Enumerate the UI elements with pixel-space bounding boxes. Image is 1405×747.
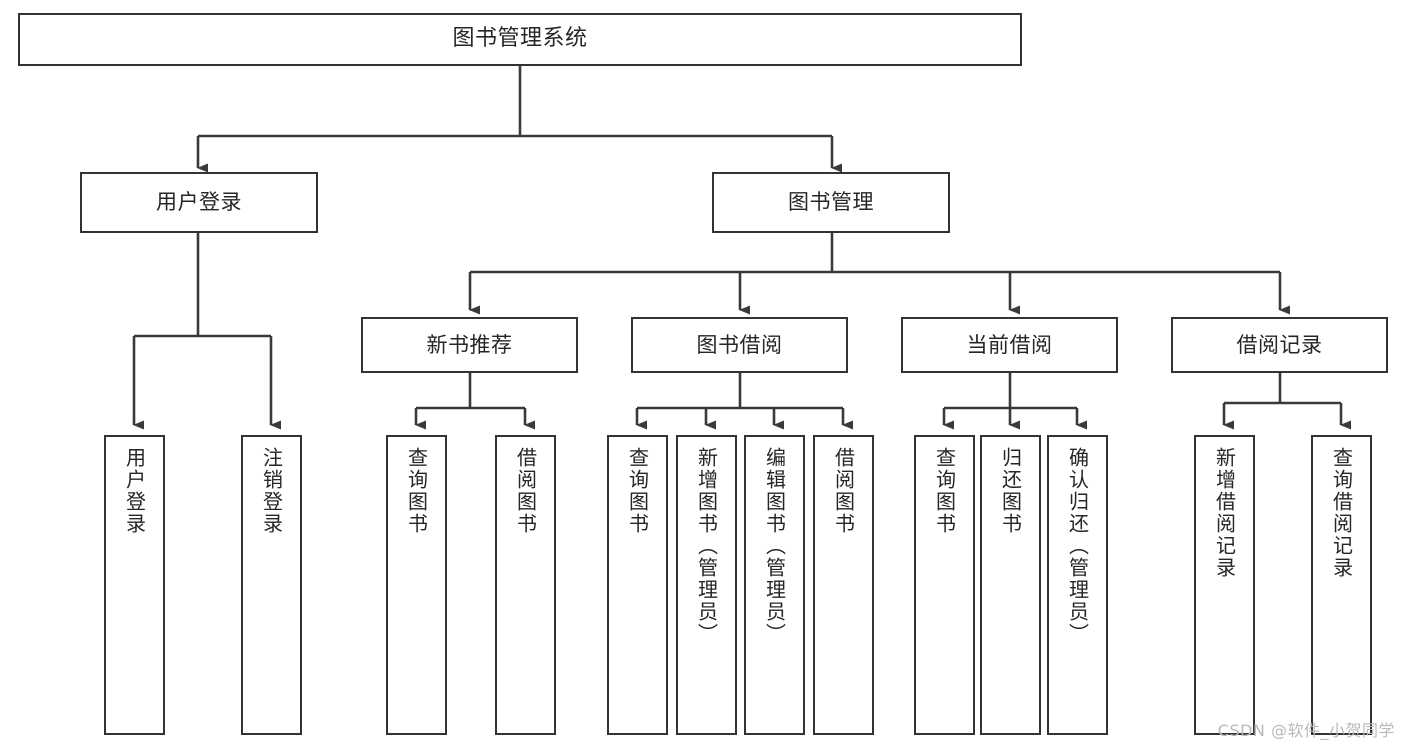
node-label: 新增图书（管理员） [694, 447, 719, 645]
node-leaf-borrow-book-recommend[interactable]: 借阅图书 [495, 435, 556, 735]
node-leaf-return-book[interactable]: 归还图书 [980, 435, 1041, 735]
node-label: 编辑图书（管理员） [762, 447, 787, 645]
node-label: 借阅记录 [1236, 332, 1323, 357]
watermark-text: CSDN @软件_小贺同学 [1217, 721, 1395, 740]
node-leaf-query-borrow-record[interactable]: 查询借阅记录 [1311, 435, 1372, 735]
node-current-borrow[interactable]: 当前借阅 [901, 317, 1118, 373]
node-leaf-edit-book-admin[interactable]: 编辑图书（管理员） [744, 435, 805, 735]
node-leaf-add-book-admin[interactable]: 新增图书（管理员） [676, 435, 737, 735]
node-label: 用户登录 [122, 447, 147, 535]
node-new-book-recommend[interactable]: 新书推荐 [361, 317, 578, 373]
node-label: 查询图书 [932, 447, 957, 535]
node-leaf-borrow-book[interactable]: 借阅图书 [813, 435, 874, 735]
node-leaf-add-borrow-record[interactable]: 新增借阅记录 [1194, 435, 1255, 735]
node-leaf-confirm-return-admin[interactable]: 确认归还（管理员） [1047, 435, 1108, 735]
node-label: 归还图书 [998, 447, 1023, 535]
node-label: 注销登录 [259, 447, 284, 535]
node-label: 图书管理系统 [452, 26, 588, 52]
node-borrow-record[interactable]: 借阅记录 [1171, 317, 1388, 373]
node-leaf-logout[interactable]: 注销登录 [241, 435, 302, 735]
node-label: 查询借阅记录 [1329, 447, 1354, 579]
node-root-system[interactable]: 图书管理系统 [18, 13, 1022, 66]
node-leaf-query-book-recommend[interactable]: 查询图书 [386, 435, 447, 735]
node-user-login[interactable]: 用户登录 [80, 172, 318, 233]
node-label: 当前借阅 [966, 332, 1053, 357]
node-book-management[interactable]: 图书管理 [712, 172, 950, 233]
node-label: 新书推荐 [426, 332, 513, 357]
node-label: 新增借阅记录 [1212, 447, 1237, 579]
node-book-borrow[interactable]: 图书借阅 [631, 317, 848, 373]
node-label: 查询图书 [404, 447, 429, 535]
node-label: 图书借阅 [696, 332, 783, 357]
node-label: 用户登录 [156, 190, 242, 215]
node-label: 图书管理 [788, 190, 874, 215]
node-leaf-query-book-current[interactable]: 查询图书 [914, 435, 975, 735]
node-leaf-query-book[interactable]: 查询图书 [607, 435, 668, 735]
node-label: 借阅图书 [513, 447, 538, 535]
node-label: 确认归还（管理员） [1065, 447, 1090, 645]
node-leaf-user-login[interactable]: 用户登录 [104, 435, 165, 735]
node-label: 借阅图书 [831, 447, 856, 535]
node-label: 查询图书 [625, 447, 650, 535]
